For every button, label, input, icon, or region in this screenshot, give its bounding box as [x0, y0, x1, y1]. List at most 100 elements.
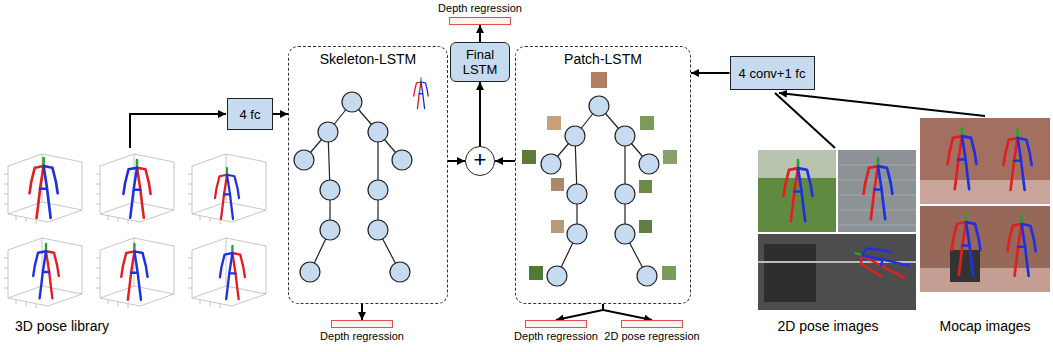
image-patches: [639, 180, 652, 193]
mocap-photos: [1004, 130, 1032, 190]
caption-label: 3D pose library: [15, 318, 109, 334]
patch-tree: [565, 126, 585, 146]
patch-tree: [615, 126, 635, 146]
pose-library-plots: [33, 244, 59, 298]
node-text: Final LSTM: [455, 47, 505, 77]
pose-library-plots: [30, 158, 58, 218]
pose-photos: [758, 150, 836, 232]
pose-library-plots: [123, 160, 150, 218]
patch-tree: [547, 266, 567, 286]
pose-photos: [764, 244, 816, 302]
input-arrow: [775, 93, 985, 148]
bar-shape: [621, 320, 683, 328]
mocap-photos: [920, 268, 1050, 292]
skeleton-tree: [368, 180, 388, 200]
skeleton-tree: [300, 262, 320, 282]
flow-arrow: [273, 113, 288, 115]
flow-arrow: [448, 160, 465, 162]
patch-tree: [541, 96, 659, 286]
pose-library-plots: [121, 244, 147, 300]
node-text: 2D pose regression: [604, 330, 699, 343]
skeleton-tree: [390, 262, 410, 282]
skeleton-tree: [368, 122, 388, 142]
caption-label: 2D pose images: [777, 318, 878, 334]
lstm-region: Patch-LSTM: [515, 46, 691, 304]
patch-tree: [541, 154, 561, 174]
output-bar: Depth regression: [438, 2, 522, 25]
node-text: Depth regression: [514, 330, 598, 343]
skeleton-tree: [368, 220, 388, 240]
mocap-photos: [948, 128, 977, 189]
image-patches: [551, 178, 564, 191]
node-text: +: [474, 149, 487, 171]
bar-shape: [331, 320, 393, 328]
image-patches: [639, 220, 652, 233]
flow-arrow: [691, 72, 730, 74]
pose-photos: [758, 150, 916, 310]
node-text: Skeleton-LSTM: [320, 51, 416, 67]
lstm-region: Skeleton-LSTM: [288, 46, 448, 304]
image-patches: [529, 266, 543, 280]
patch-tree: [615, 224, 635, 244]
mocap-photos: [950, 250, 980, 282]
skeleton-tree: [294, 92, 412, 282]
sum-circle: +: [465, 146, 495, 176]
pose-library-plots: [215, 168, 239, 219]
patch-tree: [615, 184, 635, 204]
process-box: 4 fc: [227, 98, 273, 130]
caption-label: Mocap images: [939, 318, 1030, 334]
pose-library-plots: [220, 246, 245, 299]
pose-library-plots: [94, 234, 178, 310]
image-patches: [591, 72, 607, 88]
skeleton-tree: [294, 92, 412, 282]
output-bar: Depth regression: [514, 320, 598, 343]
flow-arrow: [479, 82, 481, 146]
skeleton-thumbnail: [414, 78, 428, 109]
bar-shape: [525, 320, 587, 328]
pose-library-plots: [2, 234, 86, 310]
patch-tree: [639, 154, 659, 174]
pose-photos: [758, 234, 916, 310]
image-patches: [663, 150, 677, 164]
image-patches: [522, 150, 536, 164]
image-patches: [547, 116, 561, 130]
pose-library-plots: [94, 150, 178, 226]
patch-tree: [541, 96, 659, 286]
skeleton-tree: [342, 92, 362, 112]
node-text: Depth regression: [438, 2, 522, 15]
pose-photos: [851, 241, 911, 284]
patch-tree: [637, 266, 657, 286]
patch-tree: [567, 184, 587, 204]
mocap-photos: [952, 214, 981, 275]
pose-photos: [838, 150, 916, 232]
image-patches: [551, 220, 564, 233]
patch-tree: [551, 106, 649, 276]
flow-arrow: [495, 160, 515, 162]
node-text: Depth regression: [320, 330, 404, 343]
flow-arrow: [479, 25, 481, 42]
skeleton-tree: [320, 180, 340, 200]
skeleton-tree: [304, 102, 402, 272]
patch-tree: [567, 224, 587, 244]
mocap-photos: [1008, 216, 1036, 276]
skeleton-tree: [294, 150, 314, 170]
mocap-photos: [920, 118, 1050, 204]
node-text: 4 conv+1 fc: [739, 66, 806, 81]
mocap-photos: [920, 206, 1050, 292]
bar-shape: [449, 17, 511, 25]
output-bar: Depth regression: [320, 320, 404, 343]
image-patches: [662, 266, 676, 280]
mocap-photos: [920, 118, 1050, 292]
pose-photos: [864, 158, 893, 219]
output-bar: 2D pose regression: [604, 320, 700, 343]
pose-library-plots: [2, 150, 270, 310]
flow-arrow: [361, 304, 363, 320]
mocap-photos: [920, 180, 1050, 204]
skeleton-tree: [318, 122, 338, 142]
patch-tree: [589, 96, 609, 116]
pose-photos: [784, 160, 813, 221]
process-box: 4 conv+1 fc: [730, 56, 815, 90]
